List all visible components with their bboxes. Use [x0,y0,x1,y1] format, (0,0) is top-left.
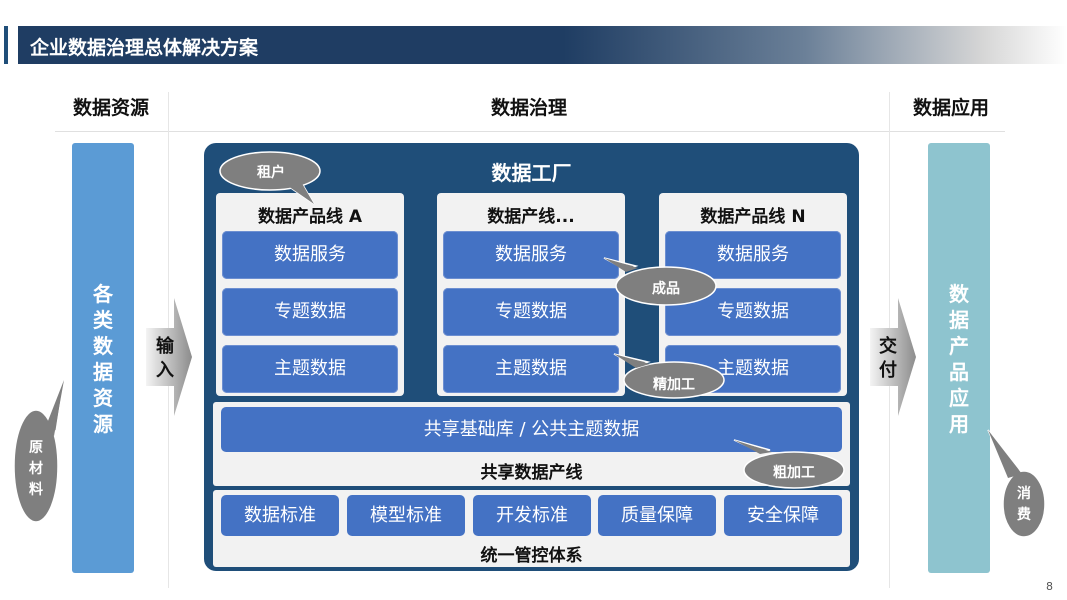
block-topic-data: 专题数据 [443,288,619,336]
control-data-standard: 数据标准 [221,495,339,536]
deliver-arrow-icon [870,298,916,416]
title-band [18,26,1067,64]
shared-line-label: 共享数据产线 [480,463,583,483]
fine-processing-callout-text: 精加工 [653,377,695,393]
shared-data-line: 共享基础库 / 公共主题数据 共享数据产线 [213,402,850,486]
product-callout-text: 成品 [652,281,680,297]
consume-callout-text: 消费 [1017,486,1031,523]
fine-processing-callout-icon [613,353,725,399]
source-bar-text: 各 类 数 据 资 源 [93,282,113,436]
raw-material-callout-icon [13,379,65,523]
product-line-a: 数据产品线 A 数据服务 专题数据 主题数据 [216,193,404,396]
page-title: 企业数据治理总体解决方案 [30,37,259,59]
title-accent-stripes [4,26,16,64]
deliver-label: 交付 [879,336,897,381]
block-topic-data: 专题数据 [665,288,841,336]
block-data-service: 数据服务 [222,231,398,279]
header-source: 数据资源 [72,97,149,119]
tenant-callout-icon [219,151,321,205]
unified-control-system: 数据标准 模型标准 开发标准 质量保障 安全保障 统一管控体系 [213,490,850,567]
consume-callout-icon [987,429,1046,538]
application-bar-text: 数 据 产 品 应 用 [949,282,969,436]
header-divider [55,131,1005,132]
product-callout-icon [603,257,717,306]
header-governance: 数据治理 [490,97,567,119]
shared-base-bar: 共享基础库 / 公共主题数据 [221,407,842,452]
raw-material-callout-text: 原材料 [29,440,43,498]
control-security: 安全保障 [724,495,842,536]
page-number: 8 [1046,580,1053,593]
product-line-n: 数据产品线 N 数据服务 专题数据 主题数据 [659,193,847,396]
coarse-processing-callout-icon [733,439,845,489]
input-label: 输入 [156,336,174,381]
control-quality: 质量保障 [598,495,716,536]
factory-title: 数据工厂 [491,161,572,185]
product-line-middle: 数据产线... 数据服务 专题数据 主题数据 [437,193,625,396]
header-application: 数据应用 [912,97,989,119]
product-line-title: 数据产品线 A [257,207,363,227]
block-subject-data: 主题数据 [443,345,619,393]
control-dev-standard: 开发标准 [473,495,591,536]
control-model-standard: 模型标准 [347,495,465,536]
block-subject-data: 主题数据 [222,345,398,393]
control-label: 统一管控体系 [480,546,583,566]
application-bar: 数 据 产 品 应 用 [928,143,990,573]
input-arrow-icon [146,298,192,416]
block-data-service: 数据服务 [443,231,619,279]
block-topic-data: 专题数据 [222,288,398,336]
product-line-title: 数据产品线 N [700,207,806,227]
tenant-callout-text: 租户 [257,165,285,181]
title-bar: 企业数据治理总体解决方案 [0,26,1067,64]
data-factory-panel: 数据工厂 数据产品线 A 数据服务 专题数据 主题数据 数据产线... 数据服务… [204,143,859,571]
coarse-processing-callout-text: 粗加工 [773,465,815,481]
product-line-title: 数据产线... [487,207,575,227]
source-bar: 各 类 数 据 资 源 [72,143,134,573]
